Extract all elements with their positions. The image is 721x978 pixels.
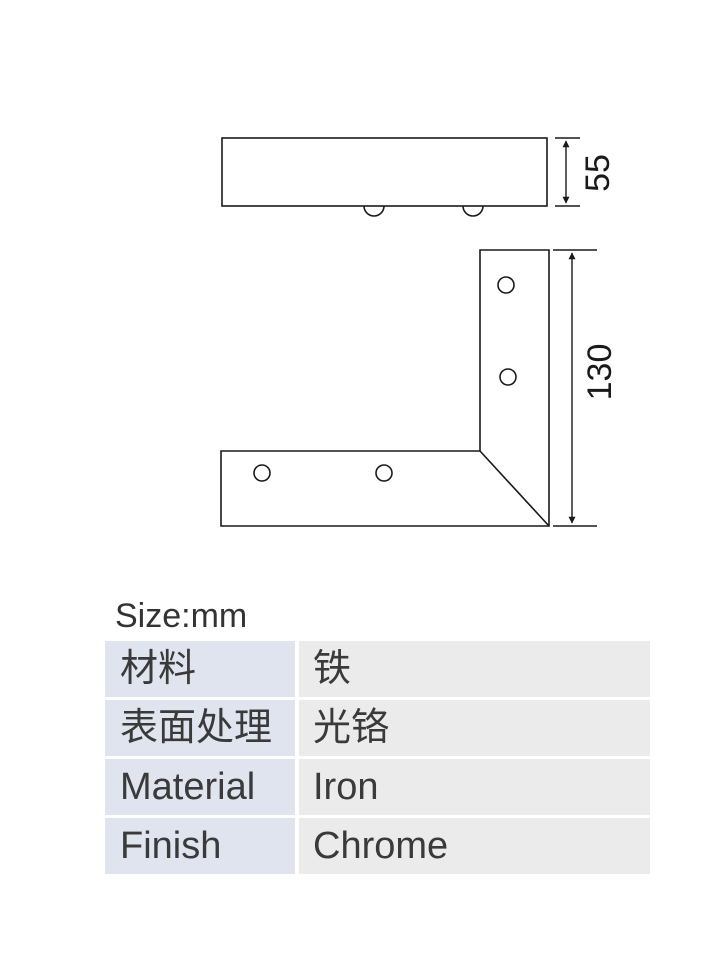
length-dimension-label: 130 [581,344,619,401]
top-view-miter-line [479,450,550,527]
spec-row-finish: Finish Chrome [105,816,650,874]
spec-value: 铁 [297,641,650,700]
spec-table: 材料 铁 表面处理 光铬 Material Iron Finish Chrome [105,641,650,874]
top-view-outline [220,249,550,527]
height-dimension-label: 55 [579,154,617,192]
mounting-hole [499,368,517,386]
spec-value: 光铬 [297,698,650,759]
spec-key: 表面处理 [105,698,299,759]
spec-row-material-cn: 材料 铁 [105,641,650,700]
spec-key: 材料 [105,641,299,700]
mounting-hole [375,464,393,482]
spec-value: Iron [297,757,650,818]
side-view [221,137,548,217]
mounting-hole [497,276,515,294]
top-view [220,249,550,527]
technical-drawing: 55 130 [220,137,619,527]
side-view-body [221,137,548,207]
side-view-screw-right [462,205,484,217]
side-view-screw-left [363,205,385,217]
mounting-hole [253,464,271,482]
size-unit-label: Size:mm [115,597,248,635]
length-dimension [553,249,597,527]
spec-row-material: Material Iron [105,757,650,818]
spec-row-finish-cn: 表面处理 光铬 [105,698,650,759]
height-dimension [555,137,580,207]
spec-key: Material [105,757,299,818]
spec-key: Finish [105,816,299,874]
spec-value: Chrome [297,816,650,874]
